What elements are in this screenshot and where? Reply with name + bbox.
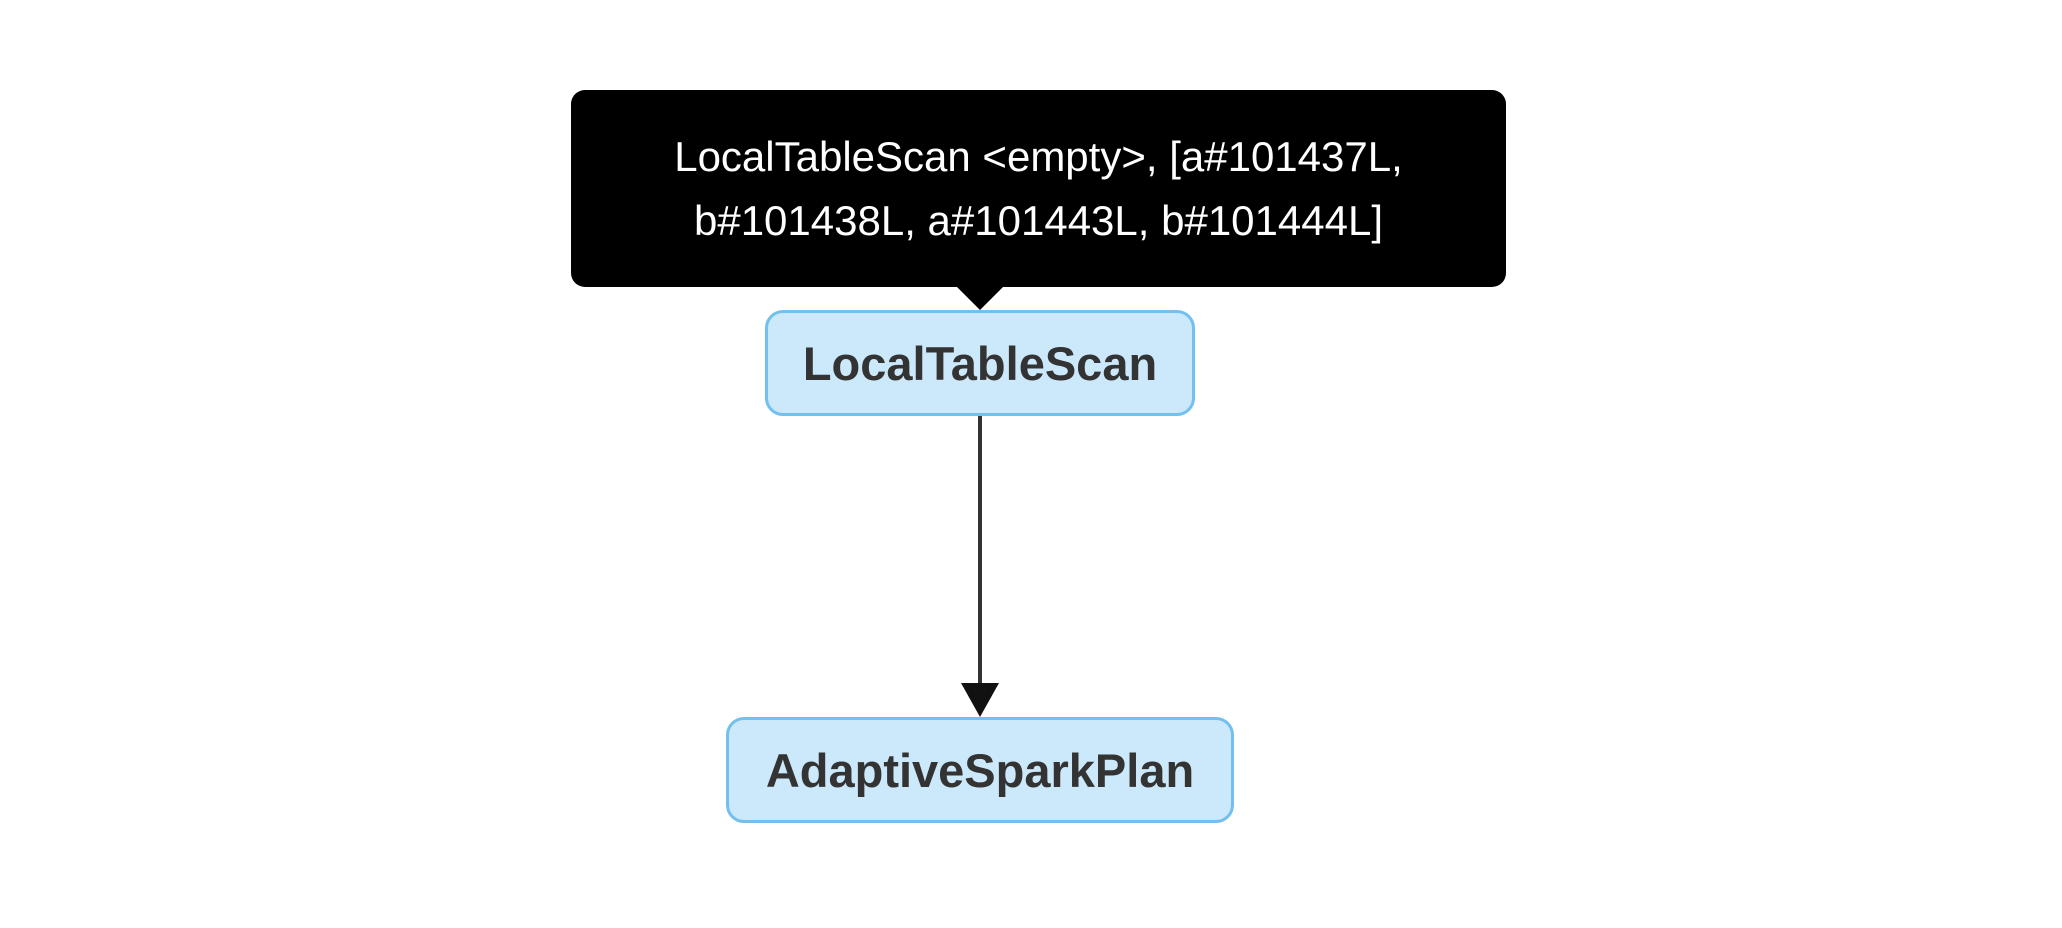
node-label: AdaptiveSparkPlan [765, 743, 1195, 797]
edge-arrowhead [961, 683, 999, 717]
tooltip-pointer [956, 286, 1004, 310]
tooltip-line-1: LocalTableScan <empty>, [a#101437L, [674, 132, 1403, 180]
node-tooltip: LocalTableScan <empty>, [a#101437L, b#10… [571, 90, 1506, 287]
node-local-table-scan[interactable]: LocalTableScan [765, 310, 1195, 416]
node-adaptive-spark-plan[interactable]: AdaptiveSparkPlan [726, 717, 1234, 823]
tooltip-line-2: b#101438L, a#101443L, b#101444L] [693, 196, 1384, 244]
node-label: LocalTableScan [802, 336, 1158, 390]
